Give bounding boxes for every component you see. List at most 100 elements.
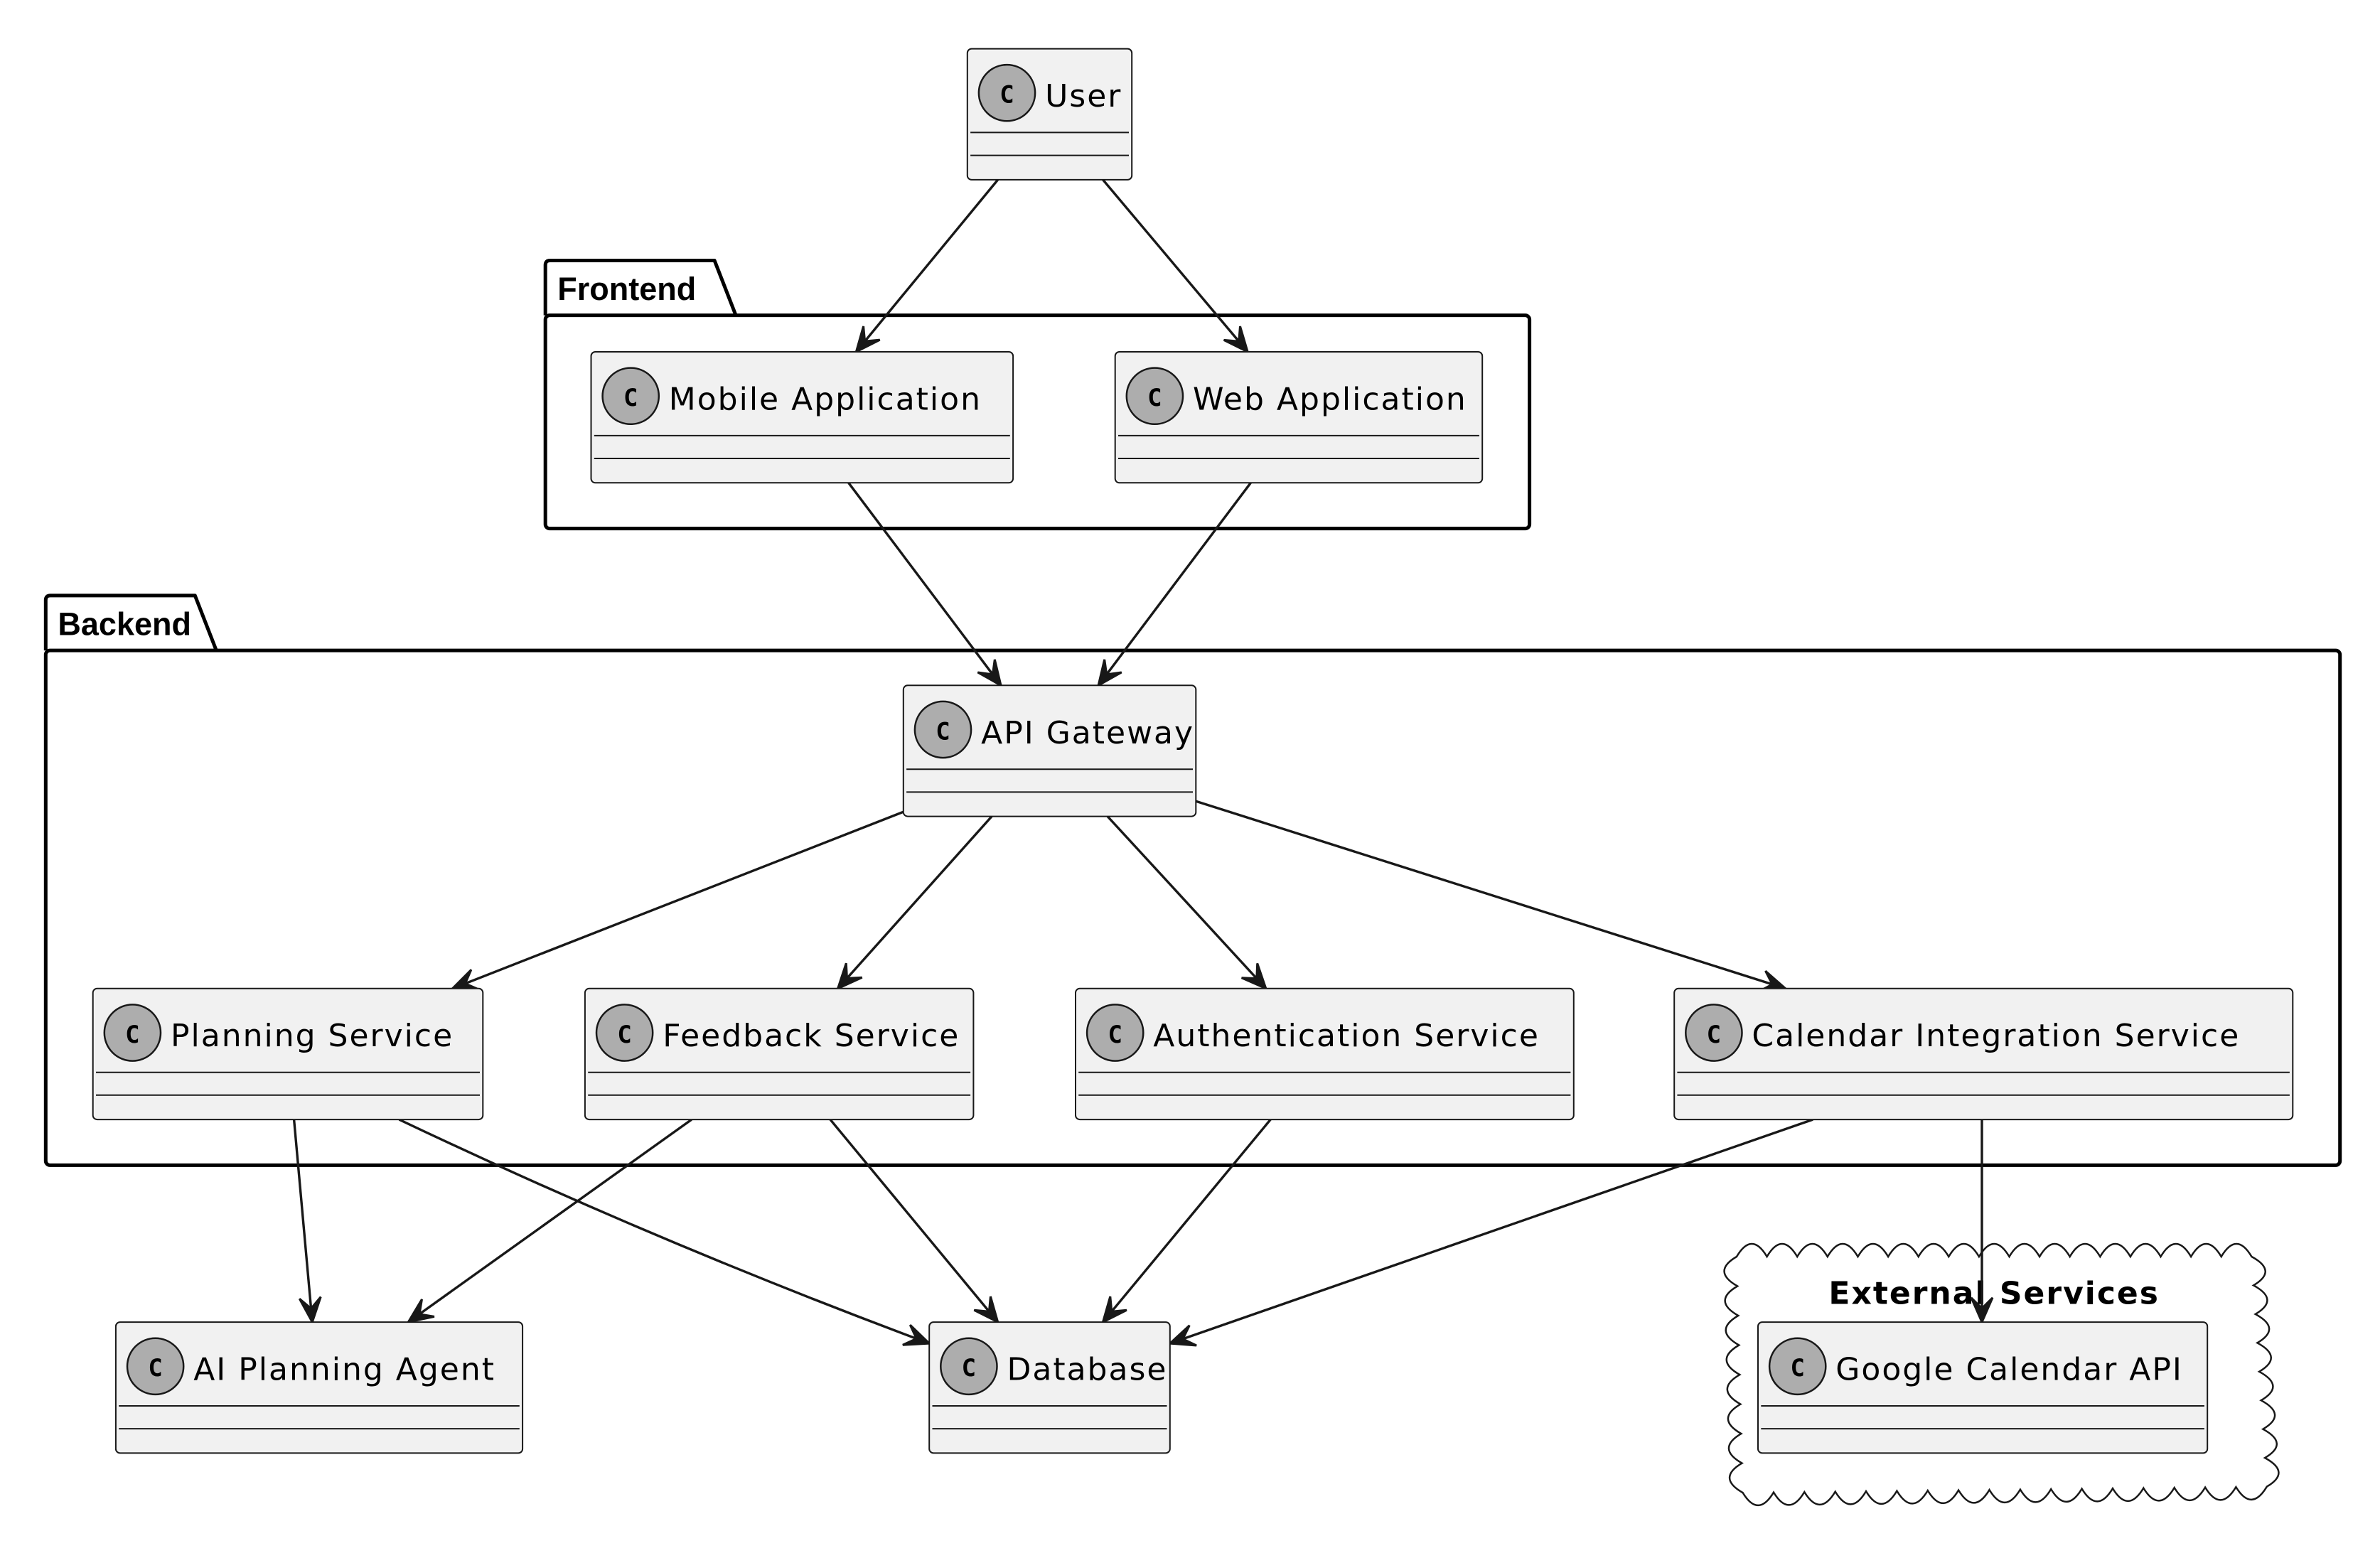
edge-gateway-to-planning [450,810,904,991]
class-gcal: C Google Calendar API [1757,1321,2209,1454]
edge-user-to-web [1102,178,1250,354]
class-feedback-name: Feedback Service [663,1018,960,1054]
class-database-name: Database [1007,1352,1168,1388]
arrowhead-icon [836,962,863,991]
edge-gateway-to-auth [1106,815,1268,991]
class-stereotype-letter: C [962,1354,976,1382]
class-auth-name: Authentication Service [1153,1018,1540,1054]
class-stereotype-circle-icon [103,1004,162,1062]
arrowhead-icon [1223,326,1250,354]
package-frontend: Frontend [543,259,1532,531]
arrowhead-icon [298,1296,322,1325]
edge-line [855,178,999,353]
edge-gateway-to-calendar [1195,800,1789,993]
edge-planning-to-aiagent [292,1119,322,1325]
class-stereotype-letter: C [1108,1021,1122,1049]
arrowhead-icon [1096,659,1122,688]
class-gateway: C API Gateway [902,684,1197,817]
edge-user-to-mobile [854,178,999,354]
arrowhead-icon [977,659,1003,688]
arrowhead-icon [1240,962,1268,991]
edge-line [1169,1118,1813,1345]
class-stereotype-circle-icon [1685,1004,1743,1062]
arrowhead-icon [1167,1324,1197,1347]
class-gcal-name: Google Calendar API [1835,1352,2183,1388]
class-aiagent-box [114,1321,524,1454]
class-stereotype-circle-icon [977,63,1036,122]
class-planning-name: Planning Service [171,1018,454,1054]
arrowhead-icon [854,326,881,354]
class-gateway-name: API Gateway [981,715,1194,751]
arrowhead-icon [1970,1296,1994,1325]
class-feedback-box [584,987,975,1121]
edge-gateway-to-feedback [836,815,993,991]
class-stereotype-letter: C [623,384,638,412]
arrowhead-icon [406,1299,435,1324]
arrowhead-icon [1101,1296,1127,1324]
class-stereotype-circle-icon [913,700,972,759]
edge-mobile-to-gateway [847,482,1003,688]
package-backend-label: Backend [58,606,191,643]
edge-line [1102,178,1249,353]
edge-line [407,1118,692,1323]
edge-line [1195,800,1786,990]
edge-line [1102,1119,1272,1323]
edge-web-to-gateway [1096,482,1252,688]
edges-layer [292,178,1994,1347]
class-planning: C Planning Service [92,987,484,1121]
class-user: C User [966,48,1133,181]
edge-line [847,482,1002,687]
class-feedback: C Feedback Service [584,987,975,1121]
class-stereotype-circle-icon [126,1337,185,1396]
cloud-external-services-label: External Services [1828,1275,2160,1311]
edge-line [1106,815,1267,989]
class-calendar-name: Calendar Integration Service [1752,1018,2240,1054]
class-calendar: C Calendar Integration Service [1673,987,2294,1121]
class-auth-box [1075,987,1575,1121]
package-backend-tab [43,593,218,652]
edge-feedback-to-database [829,1119,1000,1324]
class-aiagent: C AI Planning Agent [114,1321,524,1454]
class-gateway-box [902,684,1197,817]
class-mobile-box [590,351,1014,484]
class-stereotype-circle-icon [1086,1004,1145,1062]
class-aiagent-name: AI Planning Agent [193,1352,495,1388]
class-stereotype-letter: C [617,1021,631,1049]
edge-planning-to-database [398,1118,932,1346]
edge-line [398,1118,930,1345]
class-stereotype-letter: C [936,717,950,746]
class-user-name: User [1045,78,1122,114]
class-auth: C Authentication Service [1075,987,1575,1121]
class-web-name: Web Application [1193,382,1467,418]
class-web-box [1114,351,1484,484]
edge-line [451,810,904,990]
class-stereotype-circle-icon [601,367,660,426]
package-frontend-tab [543,259,738,316]
package-frontend-frame [543,313,1532,531]
class-database: C Database [928,1321,1171,1454]
class-calendar-box [1673,987,2294,1121]
class-stereotype-letter: C [999,81,1014,109]
edge-calendar-to-gcal [1970,1119,1994,1325]
package-backend-frame [43,648,2342,1167]
class-stereotype-circle-icon [1125,367,1184,426]
class-gcal-box [1757,1321,2209,1454]
class-mobile: C Mobile Application [590,351,1014,484]
edge-line [292,1119,313,1323]
edge-line [837,815,993,989]
class-stereotype-letter: C [125,1021,139,1049]
class-stereotype-circle-icon [595,1004,654,1062]
class-stereotype-letter: C [148,1354,162,1382]
edge-line [1097,482,1252,687]
class-stereotype-letter: C [1790,1354,1804,1382]
class-stereotype-circle-icon [940,1337,998,1396]
class-mobile-name: Mobile Application [669,382,982,418]
arrowhead-icon [902,1324,932,1346]
edge-auth-to-database [1101,1119,1272,1324]
class-stereotype-letter: C [1707,1021,1721,1049]
edge-feedback-to-aiagent [406,1118,692,1324]
package-frontend-label: Frontend [557,271,696,307]
